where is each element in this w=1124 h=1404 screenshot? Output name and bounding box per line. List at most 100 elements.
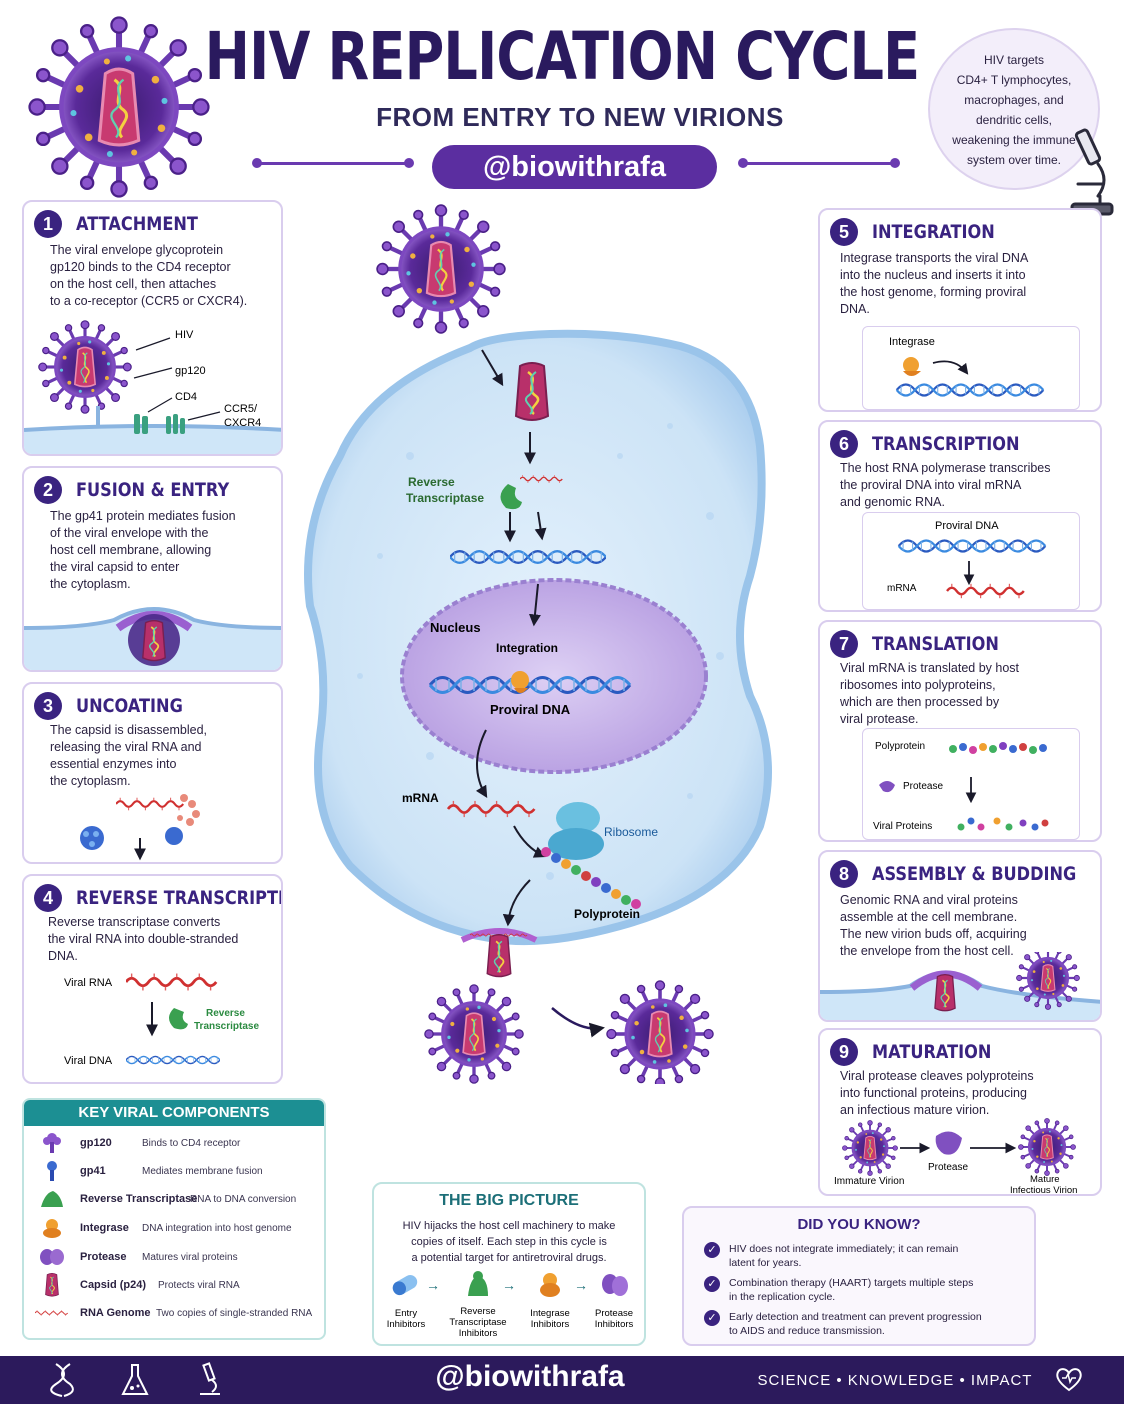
microscope-footer-icon: [200, 1362, 220, 1395]
step-title: REVERSE TRANSCRIPTION: [76, 887, 283, 909]
step-assembly-budding-card: 8 ASSEMBLY & BUDDING Genomic RNA and vira…: [818, 850, 1102, 1022]
step-title: ASSEMBLY & BUDDING: [872, 863, 1077, 885]
entry-inhibitor-icon: [392, 1275, 418, 1296]
check-icon: ✓: [704, 1242, 720, 1258]
step-transcription-card: 6 TRANSCRIPTION The host RNA polymerase t…: [818, 420, 1102, 612]
decor-dot-right: [890, 158, 900, 168]
step-title: TRANSCRIPTION: [872, 433, 1020, 455]
facts-list: ✓ HIV does not integrate immediately; it…: [704, 1242, 1024, 1338]
svg-text:CXCR4: CXCR4: [224, 417, 261, 429]
key-component-row: Capsid (p24)Protects viral RNA: [24, 1272, 324, 1298]
heart-icon: [1056, 1368, 1082, 1392]
gp41-icon: [47, 1161, 57, 1181]
svg-text:Inhibitors: Inhibitors: [595, 1319, 634, 1330]
svg-text:Integrase: Integrase: [530, 1308, 570, 1319]
replication-cycle-diagram: Reverse Transcriptase Nucleus Integratio…: [304, 196, 772, 1084]
budding-illustration: [820, 952, 1100, 1020]
step-number: 1: [34, 210, 62, 238]
svg-text:→: →: [574, 1277, 588, 1293]
did-you-know-title: DID YOU KNOW?: [797, 1216, 921, 1233]
svg-text:Transcriptase: Transcriptase: [449, 1317, 506, 1328]
big-picture-title: THE BIG PICTURE: [439, 1192, 579, 1209]
check-icon: ✓: [704, 1310, 720, 1326]
svg-text:mRNA: mRNA: [887, 583, 917, 594]
fact-item: ✓ Early detection and treatment can prev…: [704, 1310, 1024, 1338]
svg-text:Integration: Integration: [496, 641, 558, 655]
did-you-know-panel: DID YOU KNOW? ✓ HIV does not integrate i…: [682, 1206, 1036, 1346]
svg-text:CD4: CD4: [175, 391, 197, 403]
svg-text:Reverse: Reverse: [206, 1008, 245, 1019]
step-number: 3: [34, 692, 62, 720]
svg-text:Inhibitors: Inhibitors: [459, 1328, 498, 1339]
gp120-icon: [43, 1133, 61, 1153]
handle-badge[interactable]: @biowithrafa: [432, 145, 717, 189]
footer-handle[interactable]: @biowithrafa: [435, 1360, 625, 1393]
integrase-inhibitor-icon: [540, 1273, 560, 1297]
svg-text:Integrase: Integrase: [889, 336, 935, 348]
svg-text:Immature Virion: Immature Virion: [834, 1176, 904, 1187]
svg-text:Nucleus: Nucleus: [430, 620, 481, 635]
svg-text:Protease: Protease: [595, 1308, 633, 1319]
drug-targets-strip: → → → Entry Inhibitors Reverse Transcrip…: [387, 1271, 634, 1339]
svg-text:Ribosome: Ribosome: [604, 825, 658, 839]
decor-dot-left: [252, 158, 262, 168]
translation-inset: Polyprotein Protease Viral Proteins: [862, 728, 1080, 840]
decor-dot-left-end: [404, 158, 414, 168]
svg-text:→: →: [426, 1277, 440, 1293]
protease-icon: [40, 1249, 64, 1265]
svg-text:Reverse: Reverse: [460, 1306, 495, 1317]
footer-tagline: SCIENCE • KNOWLEDGE • IMPACT: [757, 1372, 1033, 1389]
step-title: MATURATION: [872, 1041, 992, 1063]
footer-bar: [0, 1356, 1124, 1404]
step-title: TRANSLATION: [872, 633, 999, 655]
rna-genome-icon: [35, 1309, 69, 1317]
svg-text:Viral Proteins: Viral Proteins: [873, 821, 932, 832]
transcription-inset: Proviral DNA mRNA: [862, 512, 1080, 610]
microscope-icon: [1070, 128, 1114, 216]
svg-text:Proviral DNA: Proviral DNA: [935, 520, 999, 532]
step-number: 7: [830, 630, 858, 658]
reverse-transcriptase-icon: [41, 1191, 63, 1207]
svg-text:Infectious Virion: Infectious Virion: [1010, 1185, 1077, 1196]
svg-text:Inhibitors: Inhibitors: [531, 1319, 570, 1330]
step-number: 9: [830, 1038, 858, 1066]
svg-text:Inhibitors: Inhibitors: [387, 1319, 426, 1330]
reverse-transcription-illustration: Viral RNA Reverse Transcriptase Viral DN…: [64, 972, 259, 1067]
svg-text:CCR5/: CCR5/: [224, 403, 258, 415]
big-picture-text: HIV hijacks the host cell machinery to m…: [402, 1220, 616, 1264]
step-number: 6: [830, 430, 858, 458]
step-number: 5: [830, 218, 858, 246]
svg-text:gp120: gp120: [175, 365, 206, 377]
attachment-illustration: HIV gp120 CD4 CCR5/ CXCR4: [24, 320, 281, 454]
page-title: HIV REPLICATION CYCLE: [204, 18, 920, 95]
svg-text:Polyprotein: Polyprotein: [875, 741, 925, 752]
decor-dot-right-start: [738, 158, 748, 168]
svg-text:Entry: Entry: [395, 1308, 417, 1319]
big-picture-panel: THE BIG PICTURE HIV hijacks the host cel…: [372, 1182, 646, 1346]
fact-item: ✓ HIV does not integrate immediately; it…: [704, 1242, 1024, 1270]
target-cells-note: HIV targets CD4+ T lymphocytes, macropha…: [928, 28, 1100, 190]
key-components-title: KEY VIRAL COMPONENTS: [24, 1100, 324, 1126]
check-icon: ✓: [704, 1276, 720, 1292]
capsid-icon: [45, 1273, 59, 1297]
dna-icon: [50, 1363, 74, 1397]
step-number: 8: [830, 860, 858, 888]
decor-line-left: [258, 162, 406, 165]
svg-text:Proviral DNA: Proviral DNA: [490, 702, 571, 717]
svg-text:Mature: Mature: [1030, 1174, 1060, 1185]
fact-item: ✓ Combination therapy (HAART) targets mu…: [704, 1276, 1024, 1304]
step-number: 2: [34, 476, 62, 504]
